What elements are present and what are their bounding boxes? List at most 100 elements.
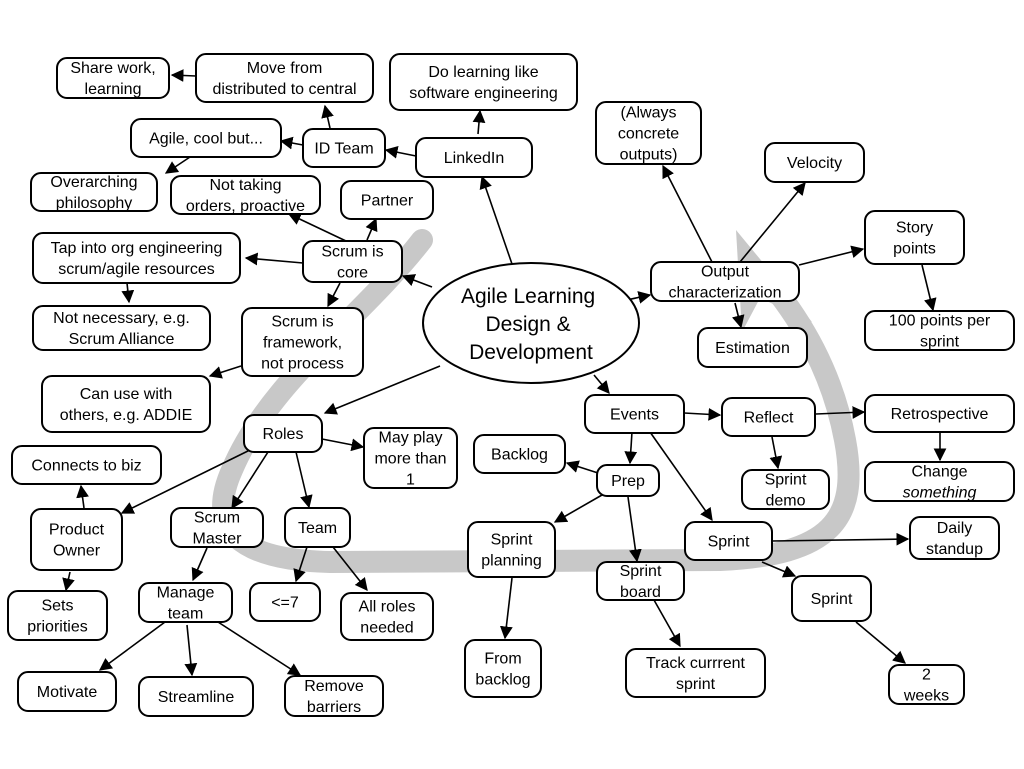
node-label-always-concrete-0: (Always	[620, 105, 676, 122]
node-box-sets-priorities	[7, 590, 108, 641]
node-label-le7-0: <=7	[271, 595, 299, 612]
node-velocity: Velocity	[764, 142, 865, 183]
node-label-not-necessary-0: Not necessary, e.g.	[53, 310, 190, 327]
node-box-100-points	[864, 310, 1015, 351]
node-label-all-roles-1: needed	[360, 620, 413, 637]
node-roles: Roles	[243, 414, 323, 453]
node-label-scrum-master-1: Master	[193, 531, 243, 548]
node-label-two-weeks-1: weeks	[903, 688, 949, 705]
node-label-product-owner-0: Product	[49, 522, 105, 539]
node-box-scrum-master	[170, 507, 264, 548]
node-label-move-from-1: distributed to central	[212, 81, 356, 98]
node-label-product-owner-1: Owner	[53, 543, 101, 560]
node-label-id-team-0: ID Team	[314, 141, 373, 158]
node-label-from-backlog-1: backlog	[475, 672, 530, 689]
node-label-change-something-0: Change	[911, 464, 967, 481]
node-box-do-learning	[389, 53, 578, 111]
node-box-may-play	[363, 427, 458, 489]
node-box-daily-standup	[909, 516, 1000, 560]
nodes: Share work,learning Move from distributed …	[7, 53, 1015, 717]
node-label-story-points-1: points	[893, 241, 936, 258]
node-daily-standup: Daily standup	[909, 516, 1000, 560]
node-label-estimation-0: Estimation	[715, 340, 790, 357]
node-move-from: Move from distributed to central	[195, 53, 374, 103]
node-label-daily-standup-1: standup	[926, 541, 983, 558]
node-motivate: Motivate	[17, 671, 117, 712]
node-box-not-necessary	[32, 305, 211, 351]
node-box-sprint-demo	[741, 469, 830, 510]
node-label-from-backlog-0: From	[484, 651, 521, 668]
node-box-two-weeks	[888, 664, 965, 705]
central-line-3: Development	[469, 341, 593, 364]
node-box-remove-barriers	[284, 675, 384, 717]
node-label-events-0: Events	[610, 407, 659, 424]
node-label-output-char-1: characterization	[669, 285, 782, 302]
node-label-velocity-0: Velocity	[787, 155, 842, 172]
node-sprint-board: Sprint board	[596, 561, 685, 601]
node-label-change-something-1: something	[903, 485, 977, 502]
node-label-may-play-1: more than	[374, 451, 446, 468]
node-box-manage-team	[138, 582, 233, 623]
node-reflect: Reflect	[721, 397, 816, 437]
node-box-story-points	[864, 210, 965, 265]
node-box-linkedin	[415, 137, 533, 178]
node-label-sprint-board-0: Sprint	[620, 563, 662, 580]
node-label-story-points-0: Story	[896, 220, 933, 237]
edges	[62, 69, 947, 677]
node-label-connects-biz-0: Connects to biz	[31, 458, 141, 475]
node-label-motivate-0: Motivate	[37, 684, 98, 701]
node-box-always-concrete	[595, 101, 702, 165]
node-box-track-current	[625, 648, 766, 698]
node-label-100-points-0: 100 points per	[889, 313, 991, 330]
node-box-estimation	[697, 327, 808, 368]
node-box-connects-biz	[11, 445, 162, 485]
node-share-work: Share work,learning	[56, 57, 170, 99]
node-box-streamline	[138, 676, 254, 717]
node-story-points: Story points	[864, 210, 965, 265]
node-label-streamline-0: Streamline	[158, 689, 235, 706]
node-box-tap-into	[32, 232, 241, 284]
node-box-id-team	[302, 128, 386, 168]
node-box-team	[284, 507, 351, 548]
node-label-daily-standup-0: Daily	[937, 520, 973, 537]
central-line-2: Design &	[485, 313, 570, 336]
node-streamline: Streamline	[138, 676, 254, 717]
node-box-output-char	[650, 261, 800, 302]
node-label-not-taking-0: Not taking	[209, 177, 281, 194]
node-label-not-taking-1: orders, proactive	[186, 198, 305, 215]
node-label-not-necessary-1: Scrum Alliance	[69, 331, 175, 348]
node-agile-cool: Agile, cool but...	[130, 118, 282, 158]
node-label-scrum-core-0: Scrum is	[321, 244, 383, 261]
node-label-sprint-demo-1: demo	[765, 493, 805, 510]
node-label-sprint-demo-0: Sprint	[765, 472, 807, 489]
node-label-sprint-board-1: board	[620, 584, 661, 601]
node-label-overarching-0: Overarching	[50, 174, 137, 191]
node-le7: <=7	[249, 582, 321, 622]
node-box-scrum-core	[302, 240, 403, 283]
node-label-sprint-planning-0: Sprint	[491, 532, 533, 549]
central-topic: Agile Learning Design & Development	[422, 262, 640, 384]
node-label-scrum-core-1: core	[337, 265, 368, 282]
node-box-change-something	[864, 461, 1015, 502]
node-label-do-learning-1: software engineering	[409, 85, 558, 102]
node-label-reflect-0: Reflect	[744, 410, 794, 427]
node-scrum-core: Scrum is core	[302, 240, 403, 283]
node-retrospective: Retrospective	[864, 394, 1015, 433]
node-label-move-from-0: Move from	[247, 60, 323, 77]
node-id-team: ID Team	[302, 128, 386, 168]
node-from-backlog: From backlog	[464, 639, 542, 698]
node-box-le7	[249, 582, 321, 622]
node-label-share-work-1: learning	[85, 81, 142, 98]
node-sprint-demo: Sprint demo	[741, 469, 830, 510]
